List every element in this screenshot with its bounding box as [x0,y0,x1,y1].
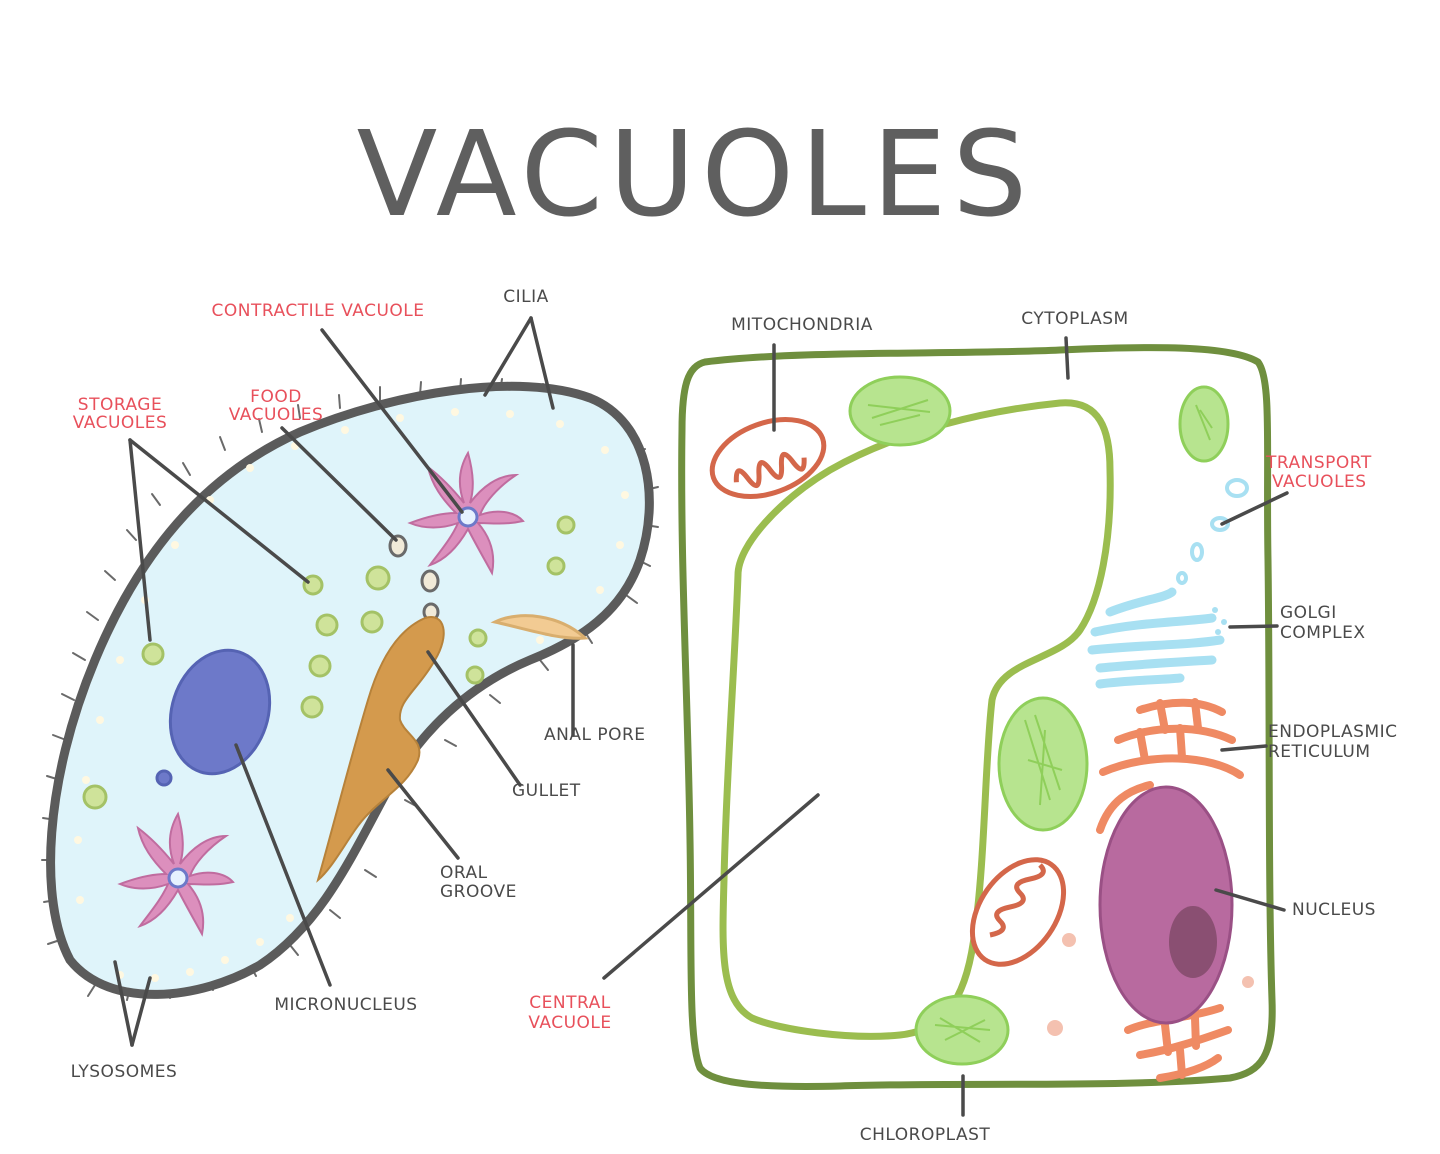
chloroplast-thylakoids [867,399,1213,1043]
paramecium-cell [41,316,659,1047]
mitochondria [709,417,1067,967]
golgi-complex [1087,587,1225,689]
contractile-vacuole-bottom [117,811,235,937]
label-oral-groove-2: GROOVE [440,882,517,902]
central-vacuole [719,399,1114,1040]
label-mitochondria: MITOCHONDRIA [731,315,873,335]
paramecium-labels: CONTRACTILE VACUOLE CILIA STORAGE VACUOL… [71,287,646,1082]
oral-groove [316,616,445,883]
label-endoplasmic-reticulum-2: RETICULUM [1268,742,1371,762]
label-transport-vacuoles-2: VACUOLES [1272,472,1367,492]
small-vesicles [1047,933,1254,1036]
food-vacuoles [388,534,440,622]
label-nucleus: NUCLEUS [1292,900,1376,920]
plant-cell-labels: MITOCHONDRIA CYTOPLASM TRANSPORT VACUOLE… [528,309,1397,1145]
diagram-title: VACUOLES [357,105,1034,243]
label-oral-groove-1: ORAL [440,863,488,883]
anal-pore-shape [490,614,589,640]
label-anal-pore: ANAL PORE [544,725,646,745]
label-food-vacuoles-1: FOOD [250,387,302,407]
label-food-vacuoles-2: VACUOLES [229,405,324,425]
label-central-vacuole-2: VACUOLE [528,1013,611,1033]
transport-vacuoles [1176,478,1249,585]
label-golgi-complex-2: COMPLEX [1280,623,1366,643]
plant-cell [602,336,1289,1117]
label-gullet: GULLET [512,781,581,801]
paramecium-membrane [46,381,654,999]
micronucleus [168,648,272,776]
label-micronucleus: MICRONUCLEUS [274,995,417,1015]
label-chloroplast: CHLOROPLAST [860,1125,991,1145]
label-lysosomes: LYSOSOMES [71,1062,178,1082]
label-cilia: CILIA [503,287,549,307]
label-golgi-complex-1: GOLGI [1280,603,1337,623]
nucleus [1098,785,1234,1025]
plant-leader-lines [602,336,1289,1117]
label-storage-vacuoles-2: VACUOLES [73,413,168,433]
label-central-vacuole-1: CENTRAL [529,993,610,1013]
label-transport-vacuoles-1: TRANSPORT [1265,453,1372,473]
label-endoplasmic-reticulum-1: ENDOPLASMIC [1268,722,1398,742]
label-storage-vacuoles-1: STORAGE [78,395,162,415]
label-cytoplasm: CYTOPLASM [1021,309,1128,329]
golgi-vesicles [1212,607,1227,635]
storage-vacuoles [82,515,576,810]
paramecium-leader-lines [113,316,575,1047]
label-contractile-vacuole: CONTRACTILE VACUOLE [212,301,425,321]
nucleolus [1169,906,1217,978]
